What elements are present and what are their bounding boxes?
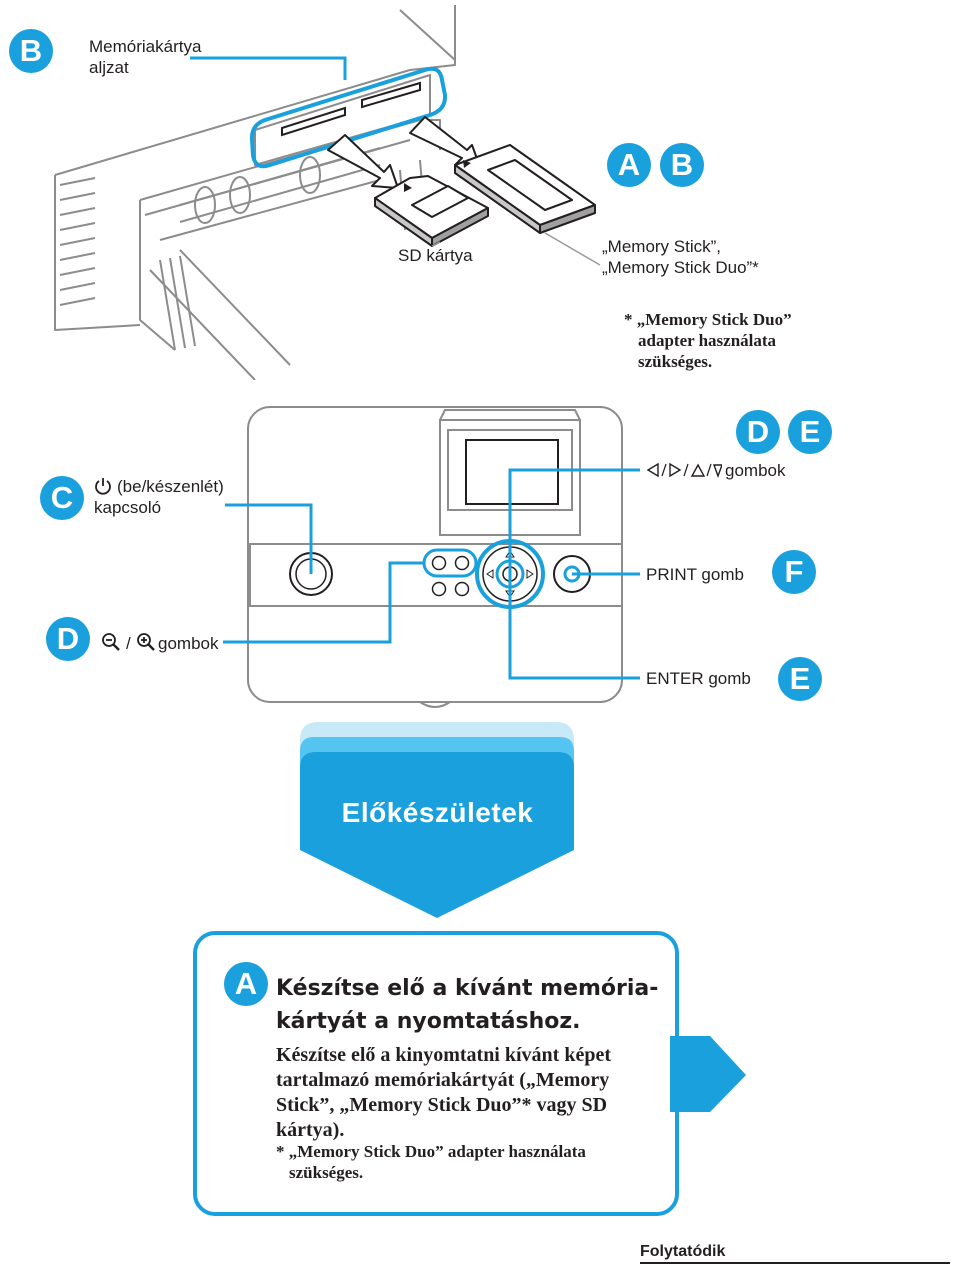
- arrow-keys-label: gombok: [725, 461, 786, 480]
- continued-footer: Folytatódik: [640, 1243, 726, 1260]
- badge-f-print: F: [772, 550, 816, 594]
- badge-c-power: C: [40, 476, 84, 520]
- power-label-line2: kapcsoló: [94, 498, 162, 517]
- step-body-line1: Készítse elő a kinyomtatni kívánt képet: [276, 1044, 611, 1066]
- badge-b-card-slot: B: [9, 29, 53, 73]
- section-banner: [300, 722, 574, 918]
- power-icon: [94, 477, 112, 495]
- enter-button-label: ENTER gomb: [646, 669, 751, 688]
- card-slot-illustration: [54, 5, 601, 380]
- banner-title: Előkészületek: [341, 797, 534, 828]
- badge-d-arrows: D: [736, 410, 780, 454]
- badge-d-zoom: D: [46, 617, 90, 661]
- arrow-keys-icon: [646, 462, 723, 479]
- badge-b-cards: B: [660, 143, 704, 187]
- step-body-line3: Stick”, „Memory Stick Duo”* vagy SD: [276, 1094, 608, 1116]
- badge-a-step: A: [224, 962, 268, 1006]
- print-button-label: PRINT gomb: [646, 565, 744, 584]
- step-card: [193, 931, 679, 1216]
- step-body-line2: tartalmazó memóriakártyát („Memory: [276, 1069, 610, 1091]
- badge-e-arrows: E: [788, 410, 832, 454]
- step-body-line4: kártya).: [276, 1119, 345, 1141]
- power-label-line1: (be/készenlét): [117, 477, 224, 496]
- memory-stick-label-line2: „Memory Stick Duo”*: [602, 258, 759, 277]
- zoom-buttons-label: gombok: [158, 634, 219, 653]
- step-heading-line2: kártyát a nyomtatáshoz.: [276, 1009, 581, 1034]
- zoom-out-icon: [101, 632, 121, 652]
- sd-card-label: SD kártya: [398, 246, 473, 265]
- zoom-slash: /: [126, 634, 131, 653]
- memory-stick-label-line1: „Memory Stick”,: [602, 237, 721, 256]
- badge-a-cards: A: [607, 143, 651, 187]
- adapter-note-line2: adapter használata: [638, 331, 777, 350]
- card-slot-label-line1: Memóriakártya: [89, 37, 202, 56]
- card-slot-label-line2: aljzat: [89, 58, 129, 77]
- zoom-in-icon: [136, 632, 156, 652]
- step-note-line1: * „Memory Stick Duo” adapter használata: [276, 1142, 586, 1161]
- step-heading-line1: Készítse elő a kívánt memória-: [276, 976, 659, 1001]
- footer-rule: [640, 1262, 950, 1264]
- next-step-arrow-icon: [670, 1036, 746, 1112]
- adapter-note-line3: szükséges.: [638, 352, 713, 371]
- adapter-note-line1: * „Memory Stick Duo”: [624, 310, 792, 329]
- badge-e-enter: E: [778, 657, 822, 701]
- step-note-line2: szükséges.: [289, 1163, 364, 1182]
- control-panel-illustration: [223, 406, 640, 708]
